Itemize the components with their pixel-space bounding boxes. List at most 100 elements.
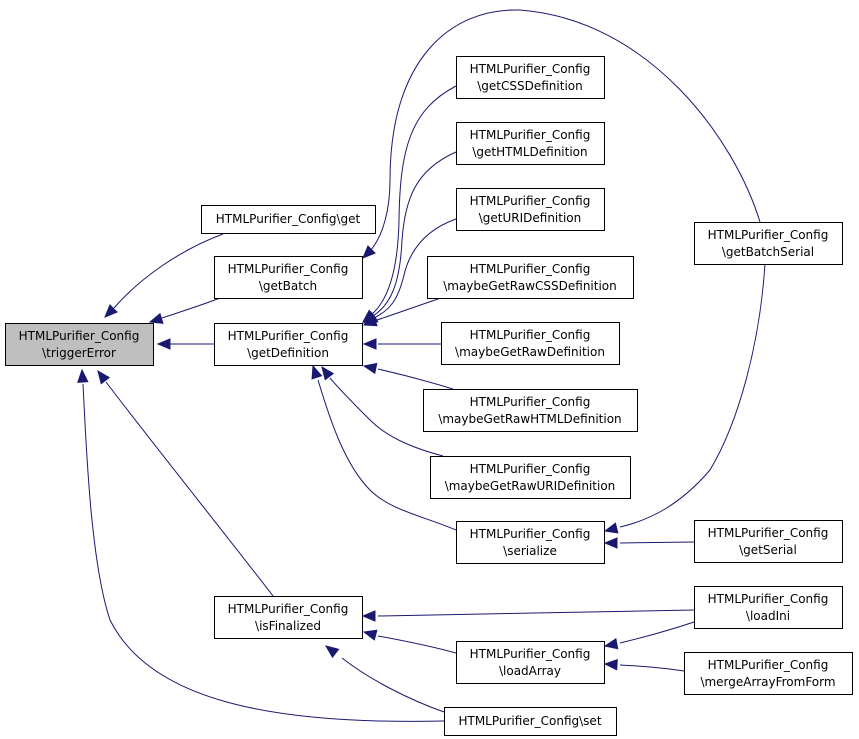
node-load-ini-line1: HTMLPurifier_Config: [708, 592, 829, 606]
edge-loadIni-to-isFinalized: [361, 609, 695, 622]
node-maybe-get-raw-definition-line2: \maybeGetRawDefinition: [455, 345, 605, 359]
edge-line: [619, 263, 766, 528]
edge-get-to-triggerError: [104, 233, 224, 318]
node-get-batch-serial-line1: HTMLPurifier_Config: [708, 228, 829, 242]
arrowhead-icon: [361, 610, 376, 622]
arrowhead-icon: [311, 364, 323, 380]
edge-line: [373, 218, 457, 319]
node-load-array-line1: HTMLPurifier_Config: [470, 647, 591, 661]
edge-line: [105, 381, 274, 597]
edge-mergeArrayFromForm-to-loadArray: [603, 659, 685, 672]
arrowhead-icon: [148, 312, 164, 324]
arrowhead-icon: [104, 304, 118, 318]
node-get-uri-definition-line1: HTMLPurifier_Config: [470, 194, 591, 208]
edge-line: [82, 383, 445, 722]
node-get-label: HTMLPurifier_Config\get: [216, 212, 361, 226]
node-get-definition[interactable]: HTMLPurifier_Config \getDefinition: [214, 323, 363, 366]
edge-line: [161, 297, 221, 319]
node-get-css-definition-line2: \getCSSDefinition: [477, 79, 582, 93]
node-get-html-definition-line1: HTMLPurifier_Config: [470, 128, 591, 142]
node-set[interactable]: HTMLPurifier_Config\set: [444, 707, 617, 736]
arrowhead-icon: [362, 338, 377, 350]
node-get-css-definition[interactable]: HTMLPurifier_Config \getCSSDefinition: [456, 56, 605, 99]
arrowhead-icon: [603, 537, 618, 549]
arrowhead-icon: [603, 659, 618, 671]
nodes-layer: HTMLPurifier_Config \triggerError HTMLPu…: [5, 56, 853, 736]
edge-line: [113, 233, 224, 309]
edge-getSerial-to-serialize: [603, 537, 695, 549]
node-get[interactable]: HTMLPurifier_Config\get: [201, 205, 376, 234]
node-serialize[interactable]: HTMLPurifier_Config \serialize: [456, 521, 605, 564]
edge-line: [377, 368, 454, 390]
edge-line: [619, 621, 695, 644]
node-trigger-error-line1: HTMLPurifier_Config: [19, 329, 140, 343]
node-maybe-get-raw-uri-definition[interactable]: HTMLPurifier_Config \maybeGetRawURIDefin…: [430, 456, 631, 499]
edges-layer: [77, 9, 766, 722]
node-is-finalized[interactable]: HTMLPurifier_Config \isFinalized: [214, 596, 363, 639]
node-is-finalized-line2: \isFinalized: [255, 619, 321, 633]
node-maybe-get-raw-html-definition[interactable]: HTMLPurifier_Config \maybeGetRawHTMLDefi…: [423, 389, 638, 432]
node-maybe-get-raw-definition[interactable]: HTMLPurifier_Config \maybeGetRawDefiniti…: [441, 322, 620, 365]
arrowhead-icon: [362, 245, 376, 259]
node-get-batch-line2: \getBatch: [259, 279, 317, 293]
node-trigger-error-line2: \triggerError: [42, 346, 116, 360]
edge-line: [329, 377, 444, 457]
arrowhead-icon: [156, 338, 171, 350]
edge-line: [377, 609, 695, 617]
node-load-ini-line2: \loadIni: [746, 609, 790, 623]
node-get-batch[interactable]: HTMLPurifier_Config \getBatch: [214, 256, 363, 299]
node-merge-array-from-form[interactable]: HTMLPurifier_Config \mergeArrayFromForm: [684, 652, 853, 695]
node-maybe-get-raw-css-definition[interactable]: HTMLPurifier_Config \maybeGetRawCSSDefin…: [427, 256, 634, 299]
node-get-html-definition[interactable]: HTMLPurifier_Config \getHTMLDefinition: [456, 122, 605, 165]
node-maybe-get-raw-uri-definition-line1: HTMLPurifier_Config: [470, 462, 591, 476]
edge-maybeGetRawDefinition-to-getDefinition: [362, 338, 441, 350]
edge-line: [317, 379, 457, 531]
node-get-serial[interactable]: HTMLPurifier_Config \getSerial: [694, 520, 843, 563]
node-trigger-error[interactable]: HTMLPurifier_Config \triggerError: [5, 323, 154, 366]
node-load-array[interactable]: HTMLPurifier_Config \loadArray: [456, 641, 605, 684]
node-get-batch-line1: HTMLPurifier_Config: [228, 262, 349, 276]
node-serialize-line2: \serialize: [503, 544, 557, 558]
edge-getBatchSerial-to-getBatch: [362, 9, 761, 259]
node-merge-array-from-form-line1: HTMLPurifier_Config: [708, 658, 829, 672]
node-maybe-get-raw-definition-line1: HTMLPurifier_Config: [470, 328, 591, 342]
arrowhead-icon: [603, 522, 619, 534]
arrowhead-icon: [97, 369, 111, 385]
node-get-definition-line1: HTMLPurifier_Config: [228, 329, 349, 343]
edge-isFinalized-to-triggerError: [97, 369, 274, 597]
node-get-uri-definition[interactable]: HTMLPurifier_Config \getURIDefinition: [456, 188, 605, 231]
edge-line: [372, 151, 457, 317]
arrowhead-icon: [324, 645, 340, 659]
arrowhead-icon: [362, 629, 378, 641]
node-get-uri-definition-line2: \getURIDefinition: [479, 211, 582, 225]
edge-line: [377, 635, 457, 654]
node-get-definition-line2: \getDefinition: [247, 346, 329, 360]
arrowhead-icon: [77, 368, 89, 383]
edge-set-to-triggerError: [77, 368, 445, 722]
arrowhead-icon: [362, 362, 378, 375]
edge-loadIni-to-loadArray: [603, 621, 695, 650]
node-get-css-definition-line1: HTMLPurifier_Config: [470, 62, 591, 76]
edge-line: [619, 664, 685, 672]
edge-line: [371, 85, 457, 315]
edge-maybeGetRawCSSDefinition-to-getDefinition: [362, 297, 442, 327]
edge-maybeGetRawURIDefinition-to-getDefinition: [321, 365, 444, 457]
edge-getBatchSerial-to-serialize: [603, 263, 766, 534]
edge-maybeGetRawHTMLDefinition-to-getDefinition: [362, 362, 454, 390]
node-serialize-line1: HTMLPurifier_Config: [470, 527, 591, 541]
edge-loadArray-to-isFinalized: [362, 629, 457, 654]
arrowhead-icon: [362, 315, 378, 327]
node-get-html-definition-line2: \getHTMLDefinition: [472, 145, 587, 159]
node-maybe-get-raw-html-definition-line1: HTMLPurifier_Config: [470, 395, 591, 409]
edge-line: [341, 657, 445, 713]
node-get-batch-serial[interactable]: HTMLPurifier_Config \getBatchSerial: [694, 222, 843, 265]
arrowhead-icon: [321, 365, 335, 381]
node-maybe-get-raw-uri-definition-line2: \maybeGetRawURIDefinition: [445, 479, 616, 493]
edge-set-to-isFinalized: [324, 645, 445, 713]
node-load-ini[interactable]: HTMLPurifier_Config \loadIni: [694, 586, 843, 629]
node-maybe-get-raw-css-definition-line1: HTMLPurifier_Config: [470, 262, 591, 276]
node-set-label: HTMLPurifier_Config\set: [458, 714, 601, 728]
node-merge-array-from-form-line2: \mergeArrayFromForm: [700, 675, 835, 689]
edge-serialize-to-getDefinition: [311, 364, 457, 531]
